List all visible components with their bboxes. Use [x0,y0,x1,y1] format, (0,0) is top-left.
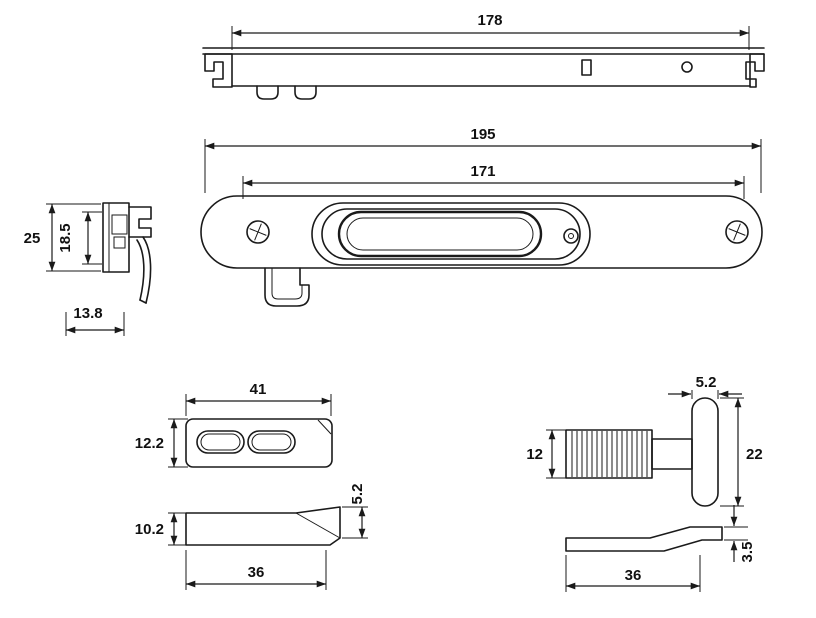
left-screw [246,220,270,244]
screw-slot [733,223,741,241]
mount-lug [294,85,317,100]
pin-cap [691,397,719,507]
dim-label-pin-body: 12 [526,446,543,463]
dim-label-bar-length: 36 [625,567,642,584]
latch-slot [581,59,592,76]
wedge-chamfer [295,512,341,539]
dim-label-plate-height: 12.2 [135,435,164,452]
dim-label-pin-neck: 5.2 [696,374,717,391]
dim-label-wedge-tip: 5.2 [349,484,366,505]
dim-label-overall: 195 [470,126,495,143]
tail-inner [136,239,145,301]
slot-outer [196,430,245,454]
plate-outline [185,418,333,468]
faceplate-outline [200,195,763,269]
left-screw-cross [249,223,267,241]
knurl-body [565,429,653,479]
dim-label-wedge-height: 10.2 [135,521,164,538]
dim-label-plate-width: 41 [250,381,267,398]
dim-label-wedge-length: 36 [248,564,265,581]
dim-label-top-length: 178 [477,12,502,29]
slot-outer [247,430,296,454]
tail-tip [139,299,147,304]
latch-hook-inner [271,268,303,300]
spring-box-inner [113,236,126,249]
left-end-clip [204,53,233,88]
keeper-plate-side-view: 10.2 5.2 36 [135,484,368,590]
indicator-hole [563,228,579,244]
profile-body [102,202,130,273]
spring-box [111,214,128,235]
slot-inner [251,433,292,451]
strike-bar-view: 36 3.5 [565,505,756,592]
slider-button-inner [346,217,534,251]
slider-button [337,210,543,258]
screw-hole [681,61,693,73]
right-end-clip [745,53,765,88]
front-view: 195 171 [200,126,763,307]
screw-slot [254,223,262,241]
knurl-hatching [571,431,648,477]
dim-label-inner: 171 [470,163,495,180]
dim-label-pin-cap: 22 [746,446,763,463]
slot-inner [200,433,241,451]
tail-outer [142,236,152,304]
pin-neck [651,438,693,470]
right-screw [725,220,749,244]
mount-lug [256,85,279,100]
clip-profile [128,206,152,238]
indicator-hole-center [568,233,574,239]
keeper-plate-view: 41 12.2 [135,381,333,468]
dim-label-bar-thickness: 3.5 [739,542,756,563]
dim-label-side-inner-height: 18.5 [57,223,74,252]
slider-recess-inner [321,208,581,260]
plate-chamfer [317,419,332,435]
dim-label-side-height: 25 [24,230,41,247]
slider-recess-outer [311,202,591,266]
side-view: 25 18.5 13.8 [24,202,152,336]
wedge-outline [185,506,341,546]
latch-hook [264,267,310,307]
top-view: 178 [202,12,765,100]
dim-label-side-depth: 13.8 [73,305,102,322]
right-screw-cross [728,223,746,241]
bar-outline [565,526,723,552]
latch-pin-view: 5.2 12 22 [526,374,763,507]
